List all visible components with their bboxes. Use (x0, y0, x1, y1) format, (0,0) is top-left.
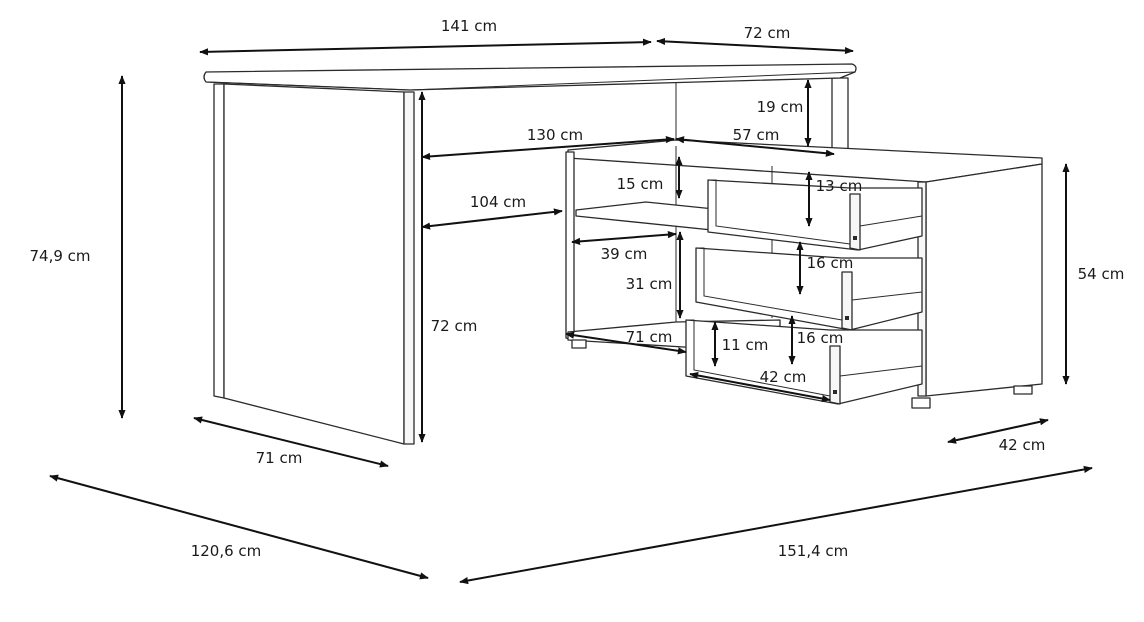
foot-front (911, 397, 931, 409)
foot-right (1013, 385, 1033, 395)
arrow-return-depth (675, 136, 835, 157)
cabinet-left-panel (565, 151, 575, 341)
arrow-cabinet-depth (947, 418, 1049, 444)
label-shelf-depth: 39 cm (601, 245, 648, 263)
label-cabinet-depth: 42 cm (999, 436, 1046, 454)
desk-top-front-edge (205, 81, 411, 91)
arrow-return-top-width (656, 37, 854, 55)
label-overall-depth: 120,6 cm (191, 542, 262, 560)
drawer-2-runner (851, 291, 923, 301)
label-shelf-width: 104 cm (470, 193, 526, 211)
left-leg-edge (213, 83, 225, 399)
arrow-desk-depth (193, 416, 389, 468)
label-drawer3-inner: 11 cm (722, 336, 769, 354)
label-drawer3-height: 16 cm (797, 329, 844, 347)
label-return-top-width: 72 cm (744, 24, 791, 42)
label-desk-leg-height: 72 cm (431, 317, 478, 335)
left-leg-front (403, 91, 415, 445)
arrow-desk-width (199, 38, 652, 56)
drawer-1-knob (853, 236, 857, 240)
arrow-drawer-depth (689, 371, 831, 403)
drawer-3-runner (839, 365, 923, 377)
drawer-1-runner (859, 215, 923, 227)
label-drawer2-height: 16 cm (807, 254, 854, 272)
label-drawer-depth: 42 cm (760, 368, 807, 386)
desk-top (203, 63, 857, 91)
drawer-2-inner (696, 247, 843, 321)
label-upper-gap: 19 cm (757, 98, 804, 116)
cabinet-side-panel (925, 163, 1043, 397)
left-leg-panel (223, 83, 405, 445)
arrow-shelf-width (421, 208, 563, 230)
label-overall-width: 151,4 cm (778, 542, 849, 560)
arrow-overall-width (459, 465, 1093, 585)
label-middle-space: 31 cm (626, 275, 673, 293)
arrow-overall-depth (49, 474, 429, 580)
back-support-post (831, 77, 849, 153)
drawer-1-front (849, 193, 861, 251)
drawer-2-body (695, 247, 923, 331)
label-inner-width: 130 cm (527, 126, 583, 144)
label-cabinet-height: 54 cm (1078, 265, 1125, 283)
drawer-3-knob (833, 390, 837, 394)
arrow-inner-width (421, 135, 675, 161)
drawer-2-knob (845, 316, 849, 320)
label-total-height: 74,9 cm (29, 247, 90, 265)
foot-left (571, 339, 587, 349)
dimension-labels: 141 cm 72 cm 19 cm 130 cm 57 cm 15 cm 13… (29, 17, 1124, 560)
dimension-arrows (49, 37, 1093, 585)
arrow-shelf-depth (571, 231, 677, 245)
desk-top-side-edge (409, 71, 856, 91)
desk-drawing (203, 63, 1043, 445)
label-drawer1-height: 13 cm (816, 177, 863, 195)
label-desk-width: 141 cm (441, 17, 497, 35)
label-bottom-shelf-depth: 71 cm (626, 328, 673, 346)
label-desk-depth: 71 cm (256, 449, 303, 467)
label-top-gap: 15 cm (617, 175, 664, 193)
drawer-1-inner (708, 179, 851, 245)
label-return-depth: 57 cm (733, 126, 780, 144)
drawer-3-front (829, 345, 841, 405)
arrow-bottom-shelf-depth (565, 331, 687, 355)
drawer-2-front (841, 271, 853, 331)
